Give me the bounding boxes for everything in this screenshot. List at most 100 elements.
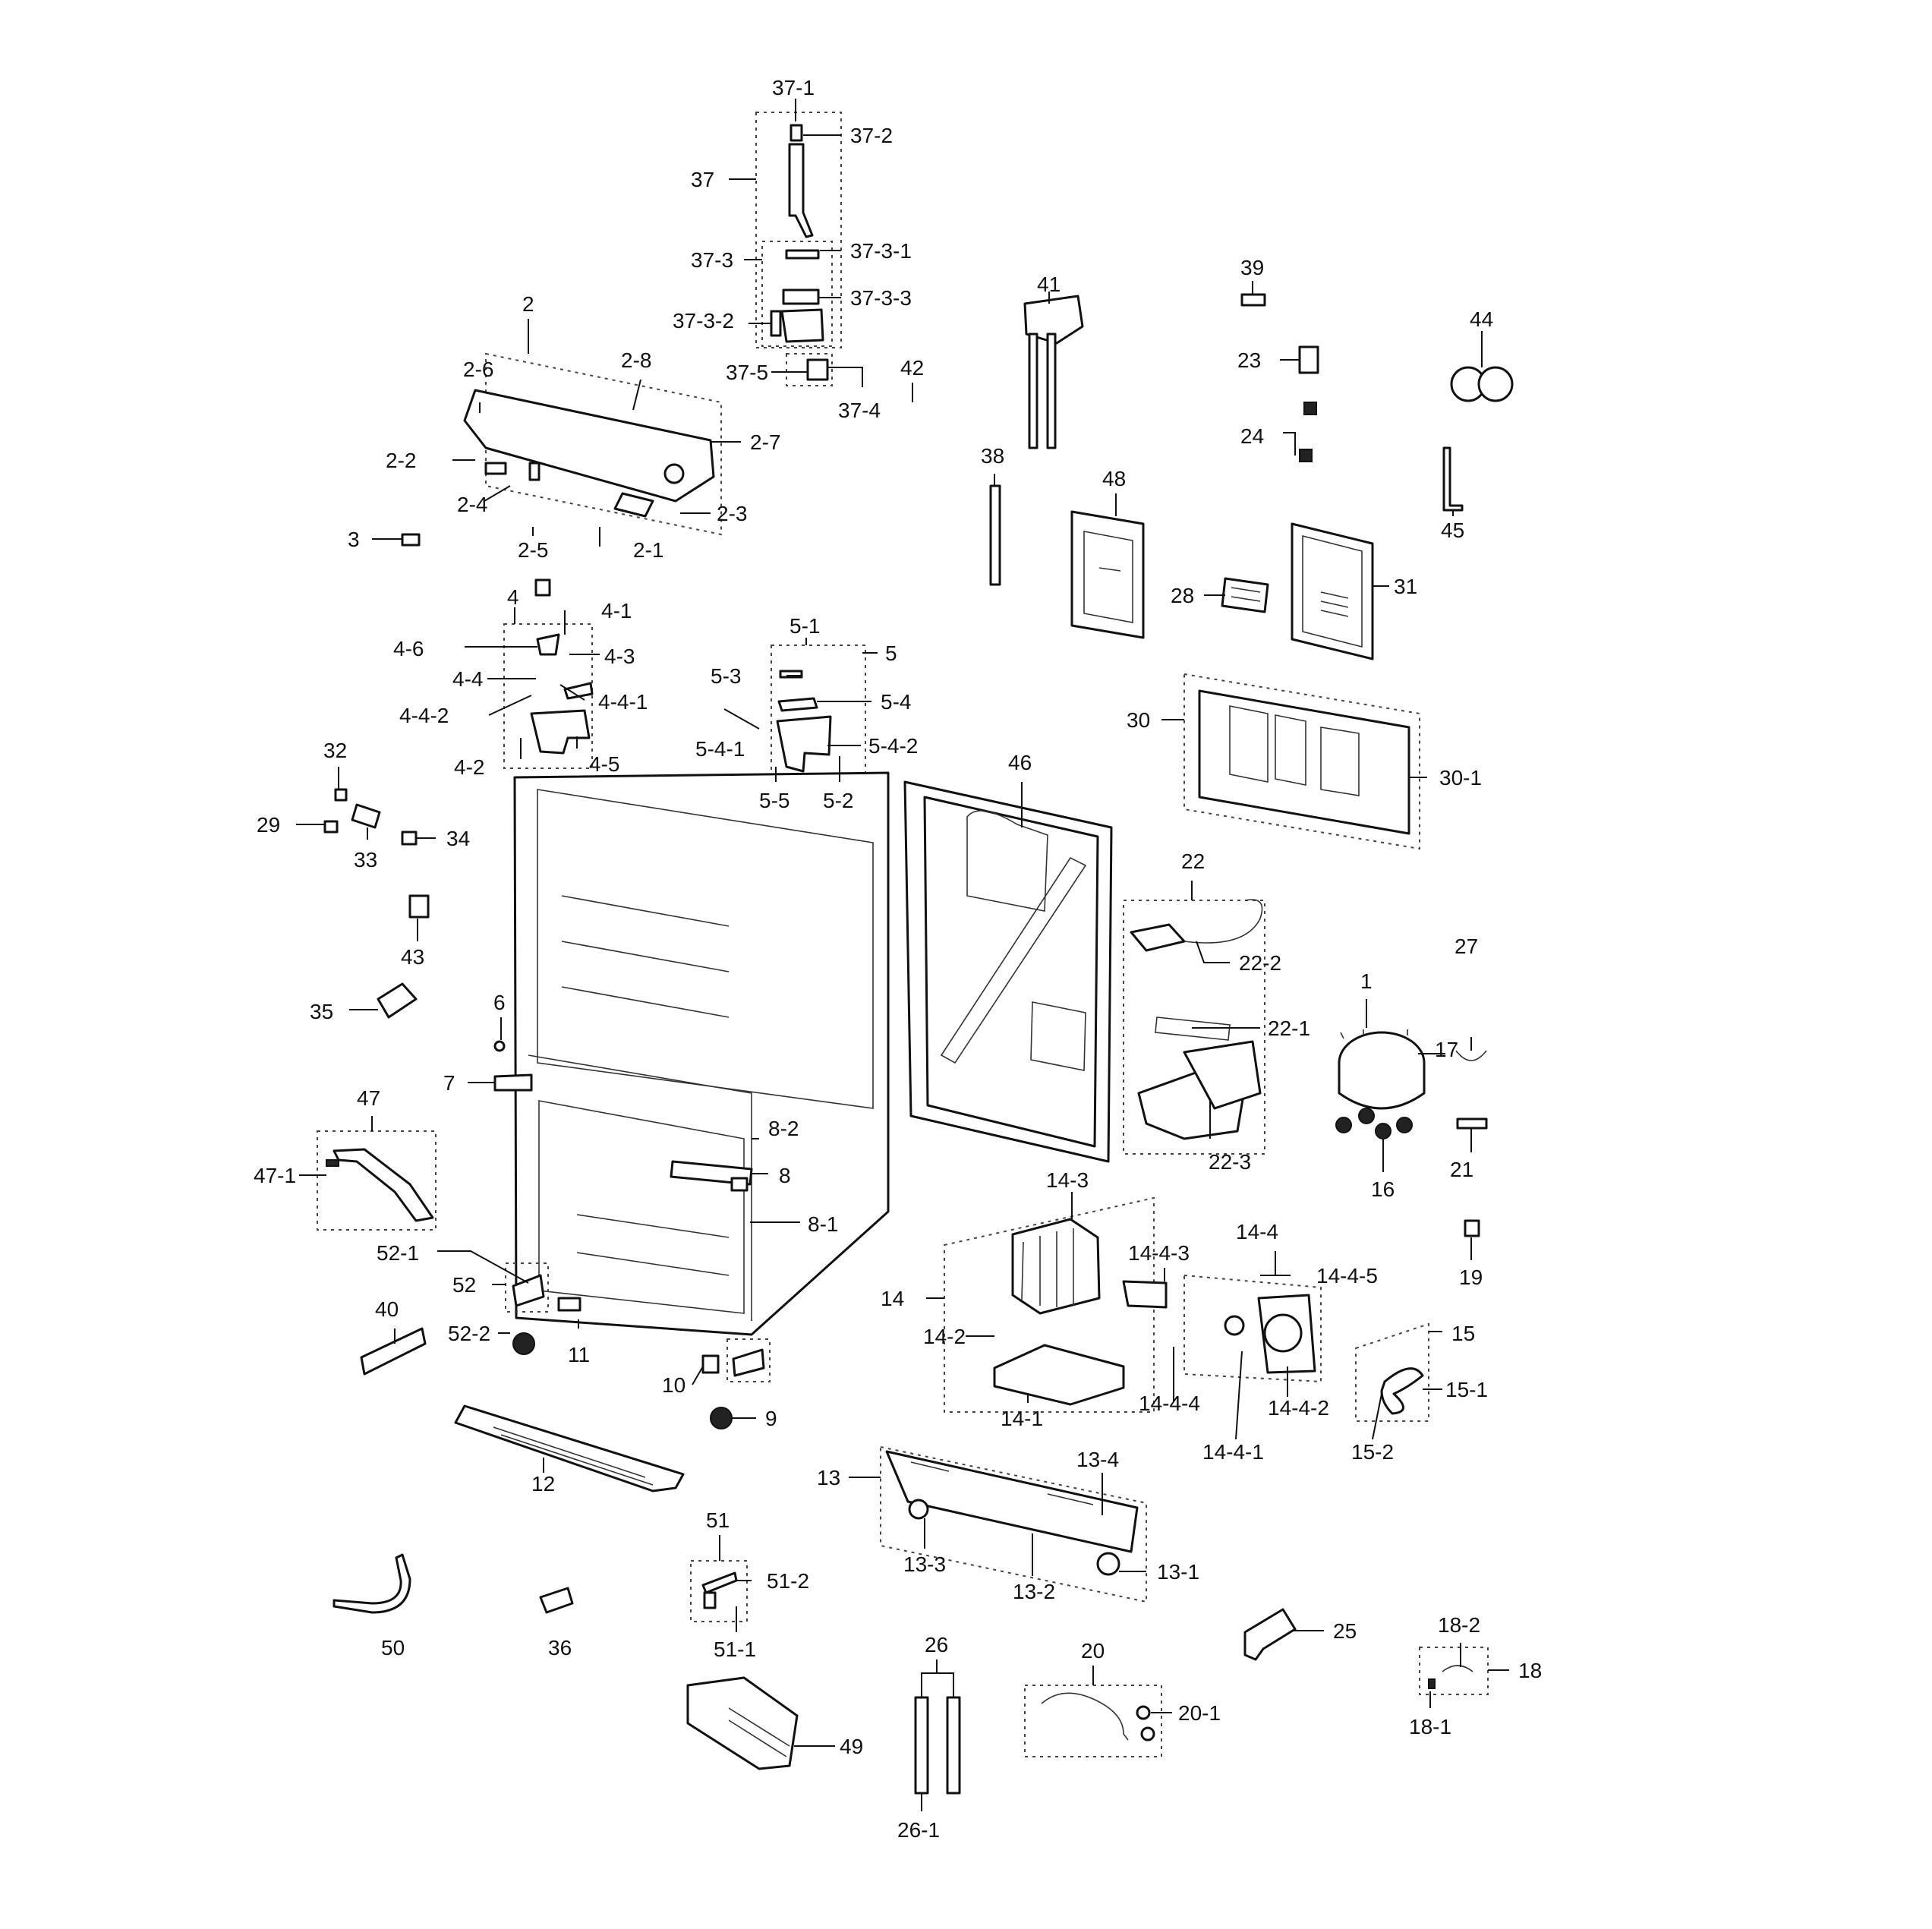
callout-20: 20	[1081, 1639, 1105, 1663]
callout-42: 42	[900, 356, 924, 380]
callout-13-2: 13-2	[1013, 1580, 1055, 1603]
callout-22-2: 22-2	[1239, 951, 1281, 975]
callout-14-2: 14-2	[923, 1325, 966, 1348]
part-11	[557, 1297, 581, 1312]
callout-8: 8	[779, 1164, 791, 1187]
callout-26-1: 26-1	[897, 1818, 940, 1842]
part-25	[1243, 1608, 1297, 1661]
part-13-base	[880, 1445, 1147, 1603]
callout-52: 52	[452, 1273, 476, 1297]
callout-17: 17	[1435, 1038, 1458, 1061]
callout-4-5: 4-5	[589, 752, 619, 776]
callout-13-3: 13-3	[903, 1552, 946, 1576]
callout-51: 51	[706, 1508, 730, 1532]
callout-31: 31	[1394, 575, 1417, 598]
part-36	[539, 1587, 574, 1614]
part-15-fan	[1355, 1322, 1429, 1422]
part-18	[1419, 1647, 1489, 1695]
part-35	[377, 982, 418, 1019]
part-30-cover	[1183, 673, 1420, 850]
callout-2-4: 2-4	[457, 493, 487, 516]
callout-2-7: 2-7	[750, 430, 780, 454]
part-31	[1291, 522, 1374, 660]
callout-49: 49	[840, 1735, 863, 1758]
callout-21: 21	[1450, 1158, 1473, 1181]
callout-14: 14	[881, 1287, 904, 1310]
callout-14-1: 14-1	[1001, 1407, 1043, 1430]
callout-37-1: 37-1	[772, 76, 815, 99]
callout-32: 32	[323, 739, 347, 762]
callout-15: 15	[1451, 1322, 1475, 1345]
part-37-water-valve-assembly	[755, 112, 842, 386]
callout-26: 26	[925, 1633, 948, 1656]
part-cabinet	[513, 771, 890, 1336]
callout-2-2: 2-2	[386, 449, 416, 472]
callout-5-4-1: 5-4-1	[695, 737, 745, 761]
part-24-b	[1299, 449, 1313, 462]
callout-51-1: 51-1	[714, 1637, 756, 1661]
callout-16: 16	[1371, 1177, 1395, 1201]
callout-5: 5	[885, 641, 897, 665]
callout-labels: 37-1 37-2 37 37-3 37-3-1 37-3-3 37-3-2 3…	[254, 76, 1542, 1842]
part-22-assembly	[1123, 899, 1265, 1155]
callout-50: 50	[381, 1636, 405, 1660]
callout-1: 1	[1360, 969, 1373, 993]
callout-4-2: 4-2	[454, 755, 484, 779]
callout-47: 47	[357, 1086, 380, 1110]
callout-14-4: 14-4	[1236, 1220, 1278, 1243]
callout-11: 11	[568, 1343, 590, 1366]
callout-2-6: 2-6	[463, 358, 493, 381]
part-10-box	[726, 1338, 771, 1382]
callout-47-1: 47-1	[254, 1164, 296, 1187]
callout-14-4-3: 14-4-3	[1128, 1241, 1190, 1265]
callout-36: 36	[548, 1636, 572, 1660]
callout-4-1: 4-1	[601, 599, 632, 623]
callout-18-2: 18-2	[1438, 1613, 1480, 1637]
callout-37: 37	[691, 168, 714, 191]
part-23	[1298, 345, 1319, 374]
callout-37-4: 37-4	[838, 399, 881, 422]
part-39	[1240, 293, 1266, 307]
callout-14-4-1: 14-4-1	[1202, 1440, 1264, 1464]
callout-52-2: 52-2	[448, 1322, 490, 1345]
part-40	[360, 1327, 427, 1376]
callout-2-8: 2-8	[621, 348, 651, 372]
callout-5-4: 5-4	[881, 690, 911, 714]
callout-48: 48	[1102, 467, 1126, 490]
callout-37-3: 37-3	[691, 248, 733, 272]
callout-30: 30	[1127, 708, 1150, 732]
callout-7: 7	[443, 1071, 455, 1095]
callout-41: 41	[1037, 273, 1061, 296]
callout-38: 38	[981, 444, 1004, 468]
part-28	[1221, 577, 1269, 613]
part-10	[701, 1354, 720, 1374]
callout-9: 9	[765, 1407, 777, 1430]
callout-5-5: 5-5	[759, 789, 790, 812]
callout-4-4: 4-4	[452, 667, 483, 691]
callout-18-1: 18-1	[1409, 1715, 1451, 1738]
callout-4-3: 4-3	[604, 645, 635, 668]
part-32	[334, 788, 348, 802]
part-44	[1450, 366, 1514, 402]
callout-2-3: 2-3	[717, 502, 747, 525]
part-2-cover-assembly	[463, 352, 722, 536]
part-6	[493, 1040, 506, 1052]
part-7	[493, 1073, 533, 1092]
part-50	[333, 1553, 411, 1614]
callout-27: 27	[1455, 935, 1478, 958]
part-9	[710, 1407, 733, 1429]
part-19	[1464, 1219, 1480, 1237]
callout-45: 45	[1441, 518, 1464, 542]
callout-5-1: 5-1	[790, 614, 820, 638]
part-49-tray	[686, 1676, 799, 1770]
part-4-hinge-assembly	[503, 578, 594, 769]
part-43	[408, 894, 430, 919]
part-47	[317, 1130, 437, 1231]
part-3	[401, 533, 421, 547]
callout-6: 6	[493, 991, 506, 1014]
callout-2-1: 2-1	[633, 538, 663, 562]
callout-4-4-1: 4-4-1	[598, 690, 648, 714]
callout-22-1: 22-1	[1268, 1017, 1310, 1040]
callout-8-2: 8-2	[768, 1117, 799, 1140]
callout-15-2: 15-2	[1351, 1440, 1394, 1464]
